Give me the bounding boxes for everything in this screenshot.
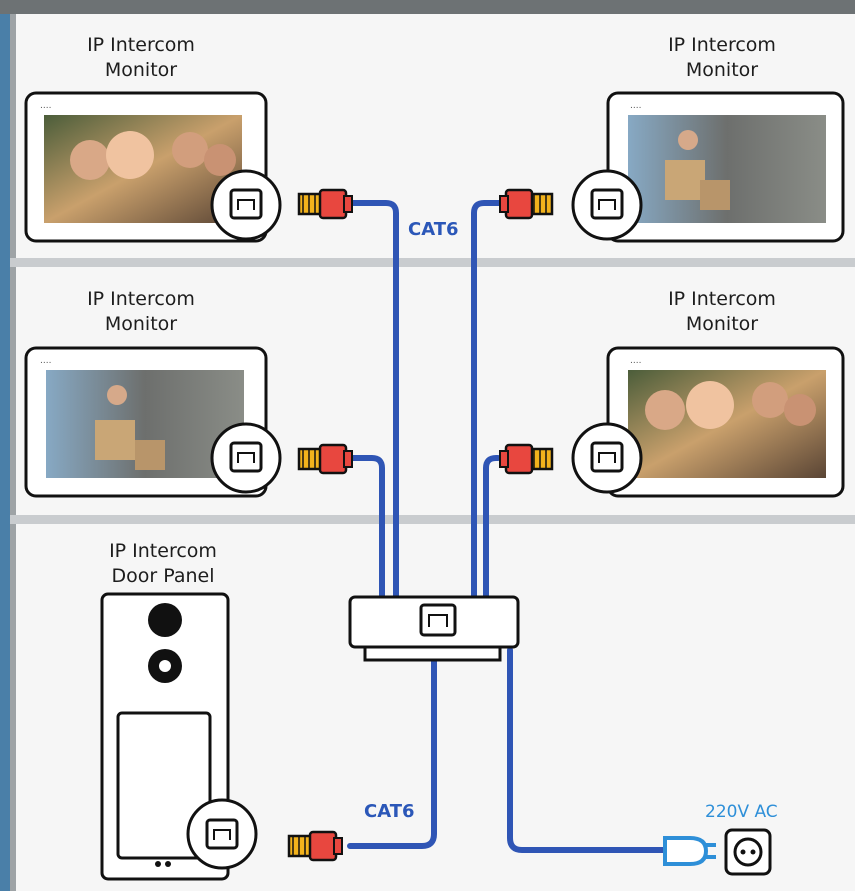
label-monitor-mid-left: IP Intercom Monitor (31, 287, 251, 337)
ethernet-port-icon (419, 603, 457, 637)
rj45-plug-icon (499, 188, 554, 220)
label-line: Monitor (104, 59, 178, 81)
monitor-top-left: .... (24, 91, 268, 243)
svg-text:....: .... (630, 356, 641, 366)
label-line: Monitor (685, 313, 759, 335)
label-line: Door Panel (111, 565, 215, 587)
floor-divider-1 (10, 258, 855, 267)
cable-label-lower: CAT6 (364, 801, 415, 822)
svg-text:....: .... (630, 101, 641, 111)
label-line: IP Intercom (668, 34, 776, 56)
label-line: IP Intercom (668, 288, 776, 310)
label-line: IP Intercom (87, 34, 195, 56)
label-monitor-top-right: IP Intercom Monitor (612, 33, 832, 83)
label-line: Monitor (104, 313, 178, 335)
cat6-cables (347, 200, 668, 853)
camera-icon (148, 603, 182, 637)
label-line: IP Intercom (109, 540, 217, 562)
roof-edge (0, 0, 855, 14)
cable-label-upper: CAT6 (408, 219, 459, 240)
ethernet-port-icon (186, 798, 258, 870)
svg-text:....: .... (40, 356, 51, 366)
floor-divider-2 (10, 515, 855, 524)
ethernet-port-icon (210, 169, 282, 241)
label-monitor-mid-right: IP Intercom Monitor (612, 287, 832, 337)
door-panel (100, 592, 230, 881)
panel-screen (116, 711, 212, 860)
rj45-plug-icon (499, 443, 554, 475)
rj45-plug-icon (297, 443, 353, 475)
label-monitor-top-left: IP Intercom Monitor (31, 33, 251, 83)
ethernet-port-icon (571, 169, 643, 241)
left-wall-edge (10, 14, 16, 891)
label-door-panel: IP Intercom Door Panel (53, 539, 273, 589)
monitor-mid-right: .... (606, 346, 845, 498)
svg-text:....: .... (40, 101, 51, 111)
monitor-top-right: .... (606, 91, 845, 243)
power-label: 220V AC (705, 802, 778, 822)
label-line: Monitor (685, 59, 759, 81)
rj45-plug-icon (287, 830, 343, 862)
ethernet-port-icon (571, 422, 643, 494)
power-plug-icon (663, 836, 716, 866)
label-line: IP Intercom (87, 288, 195, 310)
wall-socket-icon (724, 828, 772, 876)
ethernet-port-icon (210, 422, 282, 494)
rj45-plug-icon (297, 188, 353, 220)
